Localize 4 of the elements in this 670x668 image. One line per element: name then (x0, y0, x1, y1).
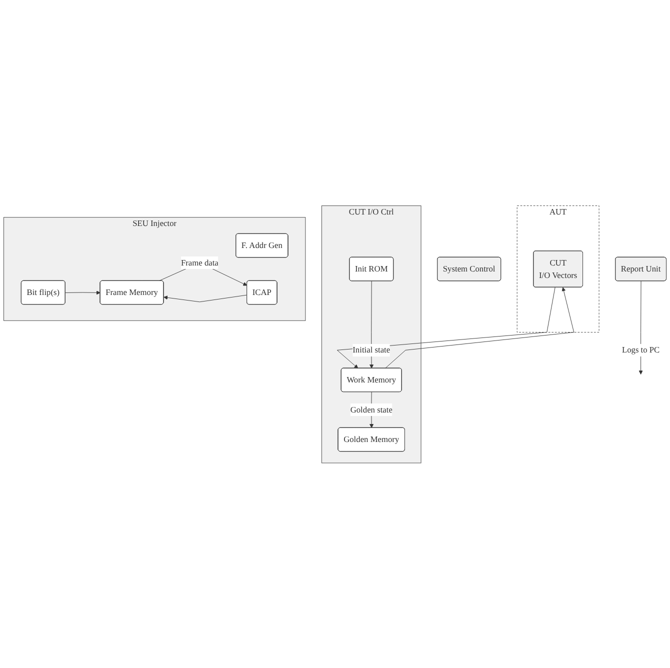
edge-label: Golden state (350, 404, 392, 414)
edge-label: Frame data (180, 257, 218, 267)
edge-label: Logs to PC (622, 344, 660, 354)
edge-label: Initial state (352, 344, 390, 354)
